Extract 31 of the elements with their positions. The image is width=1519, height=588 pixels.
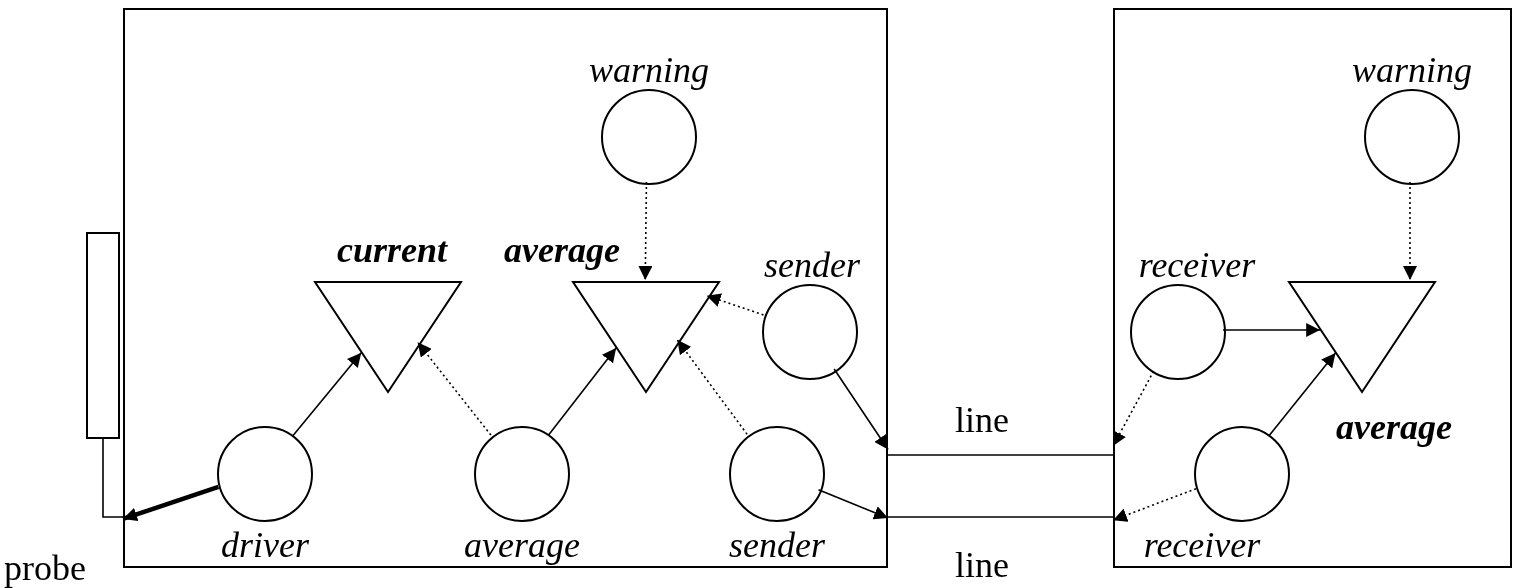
arrow bbox=[705, 293, 765, 316]
node-label: receiver bbox=[1143, 525, 1261, 565]
arrow bbox=[1403, 181, 1417, 281]
container-box bbox=[1113, 8, 1512, 568]
node-label: warning bbox=[589, 50, 709, 90]
arrow bbox=[1112, 487, 1197, 522]
node-label: average bbox=[464, 525, 580, 565]
arrow bbox=[1222, 323, 1321, 337]
node-label: average bbox=[1336, 407, 1452, 447]
connector-line bbox=[887, 516, 1114, 518]
arrow bbox=[1112, 370, 1155, 447]
node-label: average bbox=[504, 230, 620, 270]
node-label: current bbox=[337, 230, 447, 270]
container-box bbox=[123, 8, 888, 568]
arrow bbox=[638, 181, 653, 281]
connector-line bbox=[102, 437, 124, 518]
arrow bbox=[817, 488, 889, 520]
arrow bbox=[1268, 352, 1337, 437]
node-label: warning bbox=[1352, 50, 1472, 90]
node-label: sender bbox=[729, 525, 825, 565]
arrow bbox=[676, 339, 748, 435]
arrow bbox=[833, 368, 889, 451]
node-label: driver bbox=[221, 525, 309, 565]
arrow bbox=[548, 347, 617, 436]
arrow bbox=[122, 484, 220, 522]
node-label: probe bbox=[4, 548, 86, 588]
node-label: sender bbox=[764, 245, 860, 285]
node-label: receiver bbox=[1138, 245, 1256, 285]
connector-line bbox=[887, 454, 1114, 456]
arrow bbox=[416, 341, 492, 436]
arrow bbox=[292, 351, 363, 437]
